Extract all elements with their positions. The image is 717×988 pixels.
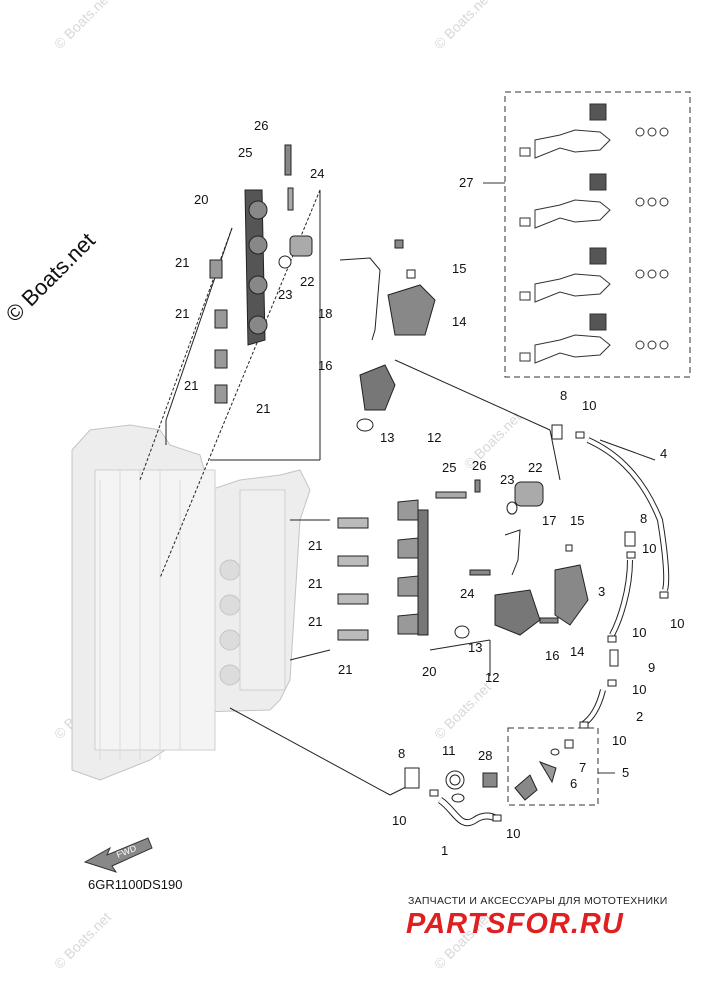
callout-10: 10 [506, 826, 520, 841]
injector-kit-4 [519, 313, 669, 364]
callout-23: 23 [278, 287, 292, 302]
callout-15: 15 [570, 513, 584, 528]
hoses [437, 437, 670, 826]
callout-24: 24 [310, 166, 324, 181]
injector-kit-1 [519, 103, 669, 159]
callout-17: 17 [542, 513, 556, 528]
callout-2: 2 [636, 709, 643, 724]
callout-13: 13 [380, 430, 394, 445]
callout-10: 10 [632, 625, 646, 640]
injector-kit-3 [519, 247, 669, 303]
callout-24: 24 [460, 586, 474, 601]
engine-block [71, 424, 311, 781]
callout-16: 16 [545, 648, 559, 663]
callout-26: 26 [254, 118, 268, 133]
callout-10: 10 [632, 682, 646, 697]
callout-13: 13 [468, 640, 482, 655]
svg-text:© Boats.net: © Boats.net [431, 679, 494, 742]
footer-tagline: ЗАПЧАСТИ И АКСЕССУАРЫ ДЛЯ МОТОТЕХНИКИ [408, 895, 668, 907]
callout-21: 21 [308, 614, 322, 629]
injector-kit-2 [519, 173, 669, 229]
valve-kit-box [507, 727, 599, 806]
callout-14: 14 [452, 314, 466, 329]
footer-logo[interactable]: PARTSFOR.RU [406, 908, 624, 940]
callout-21: 21 [308, 576, 322, 591]
callout-16: 16 [318, 358, 332, 373]
callout-20: 20 [194, 192, 208, 207]
fittings [404, 424, 669, 822]
callout-27: 27 [459, 175, 473, 190]
svg-text:© Boats.net: © Boats.net [431, 0, 494, 52]
callout-11: 11 [442, 743, 456, 758]
callout-28: 28 [478, 748, 492, 763]
callout-22: 22 [300, 274, 314, 289]
callout-20: 20 [422, 664, 436, 679]
callout-21: 21 [256, 401, 270, 416]
callout-21: 21 [184, 378, 198, 393]
callouts: 26 25 24 20 21 21 21 21 22 23 15 18 14 1… [175, 118, 684, 858]
callout-12: 12 [485, 670, 499, 685]
callout-8: 8 [560, 388, 567, 403]
callout-22: 22 [528, 460, 542, 475]
callout-8: 8 [398, 746, 405, 761]
lower-fuel-rail-assembly [337, 479, 589, 641]
callout-15: 15 [452, 261, 466, 276]
callout-4: 4 [660, 446, 667, 461]
callout-18: 18 [318, 306, 332, 321]
callout-10: 10 [612, 733, 626, 748]
callout-14: 14 [570, 644, 584, 659]
callout-26: 26 [472, 458, 486, 473]
callout-12: 12 [427, 430, 441, 445]
callout-10: 10 [392, 813, 406, 828]
injector-set [519, 103, 669, 364]
fwd-arrow-icon: FWD [83, 837, 153, 873]
callout-8: 8 [640, 511, 647, 526]
callout-21: 21 [175, 255, 189, 270]
diagram-code: 6GR1100DS190 [88, 877, 183, 892]
callout-5: 5 [622, 765, 629, 780]
callout-1: 1 [441, 843, 448, 858]
injector-set-box [504, 91, 691, 378]
callout-7: 7 [579, 760, 586, 775]
callout-25: 25 [442, 460, 456, 475]
upper-fuel-rail-assembly [209, 144, 436, 432]
svg-text:© Boats.net: © Boats.net [51, 909, 114, 972]
callout-21: 21 [338, 662, 352, 677]
callout-21: 21 [175, 306, 189, 321]
callout-21: 21 [308, 538, 322, 553]
svg-text:© Boats.net: © Boats.net [51, 0, 114, 52]
callout-25: 25 [238, 145, 252, 160]
callout-3: 3 [598, 584, 605, 599]
callout-9: 9 [648, 660, 655, 675]
callout-10: 10 [670, 616, 684, 631]
callout-10: 10 [582, 398, 596, 413]
svg-text:© Boats.net: © Boats.net [461, 409, 524, 472]
callout-10: 10 [642, 541, 656, 556]
callout-6: 6 [570, 776, 577, 791]
callout-23: 23 [500, 472, 514, 487]
